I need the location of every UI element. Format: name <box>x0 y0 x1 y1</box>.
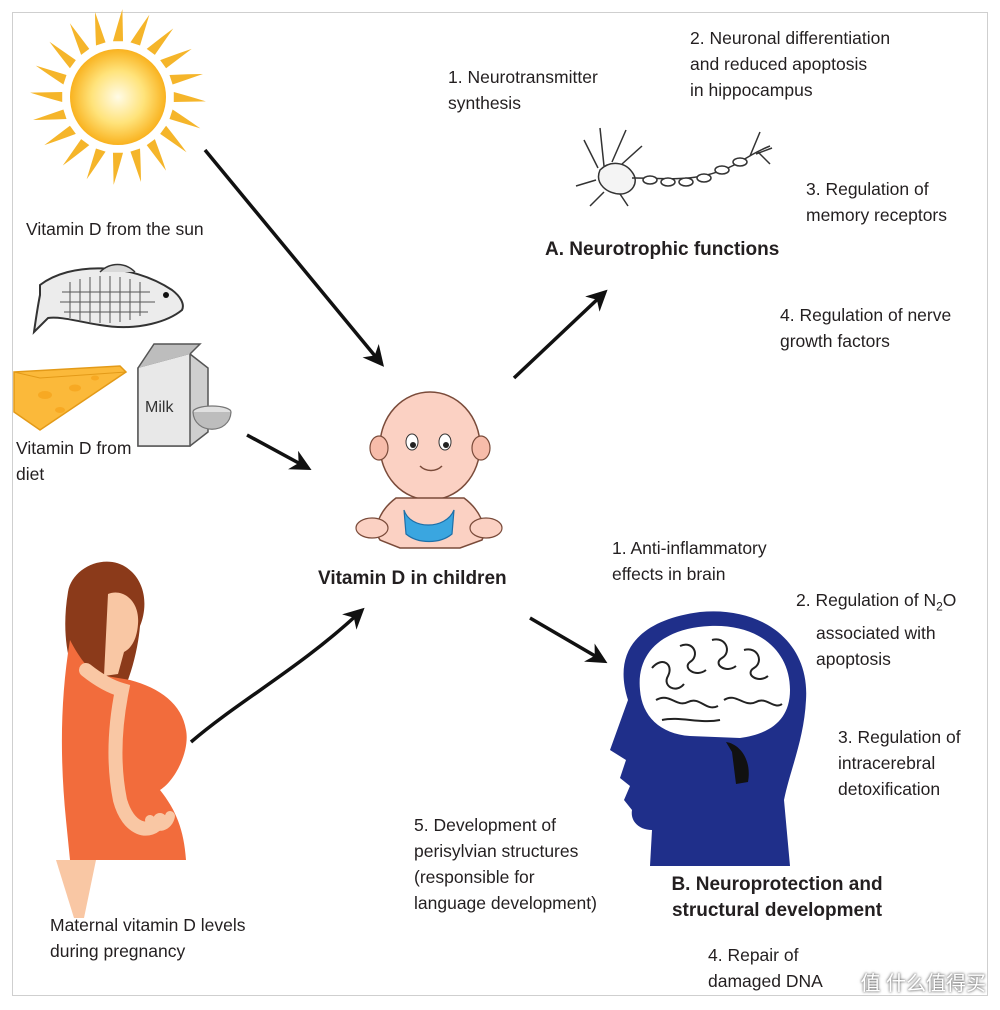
diet-source-label: Vitamin D from diet <box>16 438 132 484</box>
sun-ray <box>30 91 63 103</box>
sun-ray <box>169 74 203 85</box>
bowl-icon <box>192 405 232 430</box>
sun-ray <box>35 65 67 85</box>
n2o-label-start: 2. Regulation of N <box>796 590 937 610</box>
maternal-source-label: Maternal vitamin D levels during pregnan… <box>50 915 246 961</box>
neuroprotection-item-5: 5. Development of perisylvian structures… <box>414 815 597 913</box>
n2o-subscript: 2 <box>936 599 943 614</box>
arrow-child-to-neurotrophic <box>512 289 608 380</box>
center-label: Vitamin D in children <box>318 568 507 589</box>
sun-ray <box>112 9 124 42</box>
sun-ray <box>173 91 206 103</box>
baby-figure <box>355 391 503 549</box>
sun-ray <box>160 125 187 153</box>
sun-ray <box>62 139 90 166</box>
cheese-icon <box>13 365 128 431</box>
arrow-child-to-neuroprotection <box>529 616 608 664</box>
milk-carton-icon: Milk <box>137 343 209 447</box>
neuron-icon <box>575 127 773 207</box>
sun-source-label: Vitamin D from the sun <box>26 219 204 239</box>
neurotrophic-item-2: 2. Neuronal differentiation and reduced … <box>690 28 891 100</box>
pregnant-woman-figure <box>56 561 187 918</box>
watermark: 值 什么值得买 <box>860 973 986 995</box>
neurotrophic-item-4: 4. Regulation of nerve growth factors <box>780 305 952 351</box>
n2o-rest: associated with apoptosis <box>816 622 936 669</box>
sun-icon <box>30 9 206 185</box>
neurotrophic-item-1: 1. Neurotransmitter synthesis <box>448 67 598 113</box>
sun-ray <box>86 148 106 180</box>
sun-ray <box>146 28 174 55</box>
sun-ray <box>169 109 201 129</box>
neuroprotection-item-3: 3. Regulation of intracerebral detoxific… <box>838 727 961 799</box>
neurotrophic-heading: A. Neurotrophic functions <box>545 239 780 260</box>
diagram-frame <box>12 12 988 996</box>
n2o-suffix: O <box>942 590 957 610</box>
fish-icon <box>32 263 184 335</box>
sun-ray <box>69 23 90 55</box>
neuroprotection-item-4: 4. Repair of damaged DNA <box>708 945 823 991</box>
sun-ray <box>44 125 76 146</box>
sun-ray <box>112 152 124 185</box>
brain-head-icon <box>610 611 807 866</box>
sun-ray <box>33 109 67 120</box>
arrow-sun-to-child <box>203 148 385 367</box>
arrow-diet-to-child <box>246 433 312 471</box>
sun-ray <box>130 148 141 182</box>
sun-ray <box>160 48 192 69</box>
sun-ray <box>49 41 76 69</box>
neurotrophic-item-3: 3. Regulation of memory receptors <box>806 179 948 225</box>
milk-label: Milk <box>145 399 174 416</box>
arrow-maternal-to-child <box>189 607 365 744</box>
neuroprotection-item-1: 1. Anti-inflammatory effects in brain <box>612 538 767 584</box>
sun-ray <box>130 14 150 46</box>
sun-ray <box>95 12 106 46</box>
neuroprotection-heading: B. Neuroprotection and structural develo… <box>671 874 883 921</box>
sun-ray <box>146 139 167 171</box>
